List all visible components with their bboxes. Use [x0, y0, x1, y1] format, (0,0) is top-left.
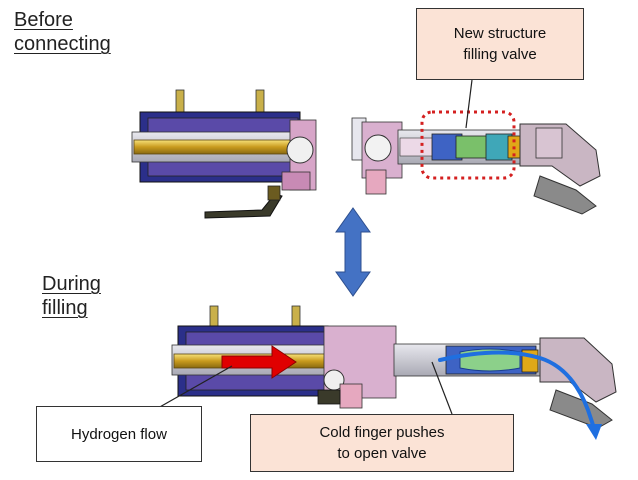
new-valve-line-2: filling valve — [463, 46, 537, 63]
cold-finger-line-1: Cold finger pushes — [319, 424, 445, 441]
hydrogen-flow-text: Hydrogen flow — [71, 425, 167, 443]
before-line-1: Before — [14, 9, 73, 31]
double-arrow-icon — [335, 207, 371, 297]
flow-path-arrow — [438, 350, 596, 430]
top-right-receptacle — [351, 117, 601, 215]
hydrogen-flow-arrow — [221, 345, 297, 379]
new-valve-callout: New structure filling valve — [416, 8, 584, 80]
during-line-1: During — [42, 273, 101, 295]
cold-finger-line-2: to open valve — [337, 445, 427, 462]
before-line-2: connecting — [14, 33, 111, 55]
cold-finger-pointer — [431, 361, 453, 415]
during-filling-label: During filling — [42, 272, 101, 320]
flow-arrowhead-icon — [586, 424, 602, 440]
top-left-coupler — [131, 89, 317, 219]
new-valve-pointer — [465, 79, 473, 129]
during-line-2: filling — [42, 297, 88, 319]
new-valve-line-1: New structure — [453, 25, 547, 42]
before-connecting-label: Before connecting — [14, 8, 111, 56]
cold-finger-callout: Cold finger pushes to open valve — [250, 414, 514, 472]
hydrogen-pointer — [157, 365, 233, 409]
hydrogen-flow-callout: Hydrogen flow — [36, 406, 202, 462]
